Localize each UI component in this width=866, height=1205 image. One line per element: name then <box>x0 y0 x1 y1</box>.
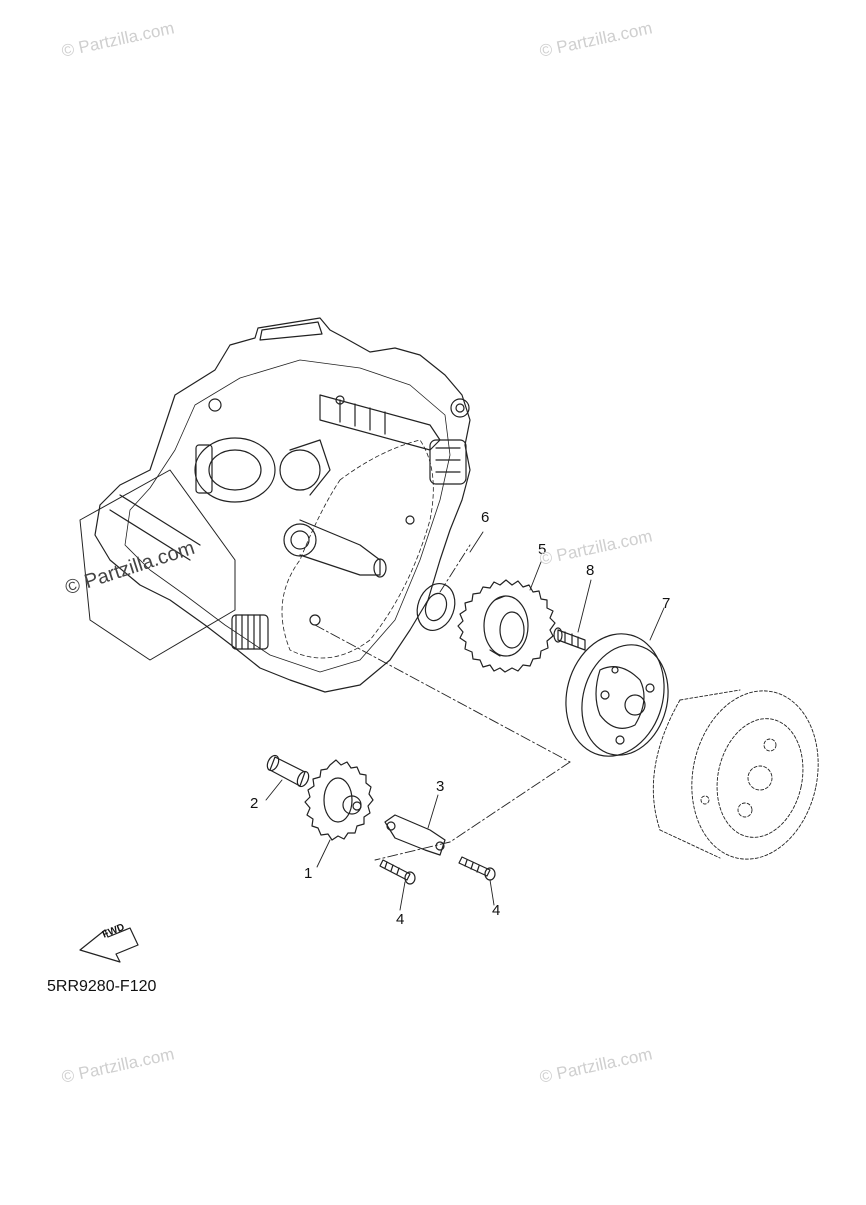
callout-2: 2 <box>250 795 259 812</box>
leader-lines <box>265 531 665 911</box>
part-5-gear <box>457 579 556 673</box>
engine-crankcase <box>79 317 471 693</box>
callout-1: 1 <box>304 865 313 882</box>
flywheel-rotor <box>652 689 819 860</box>
part-4-screw-right <box>458 856 496 881</box>
part-3-plate <box>384 814 446 856</box>
callout-8: 8 <box>586 562 595 579</box>
callout-5: 5 <box>538 541 547 558</box>
callout-4-right: 4 <box>492 902 501 919</box>
callout-7: 7 <box>662 595 671 612</box>
part-7-starter-clutch <box>565 633 669 757</box>
alignment-lines <box>314 544 571 861</box>
part-8-bolt <box>553 627 586 651</box>
fwd-arrow-icon <box>79 927 139 963</box>
callout-3: 3 <box>436 778 445 795</box>
part-4-screw-left <box>379 859 416 885</box>
part-6-oil-seal <box>416 583 456 631</box>
part-1-idler-gear <box>304 759 374 841</box>
diagram-code: 5RR9280-F120 <box>47 978 157 995</box>
callout-4-left: 4 <box>396 911 405 928</box>
part-2-pin <box>266 754 310 788</box>
callout-6: 6 <box>481 509 490 526</box>
